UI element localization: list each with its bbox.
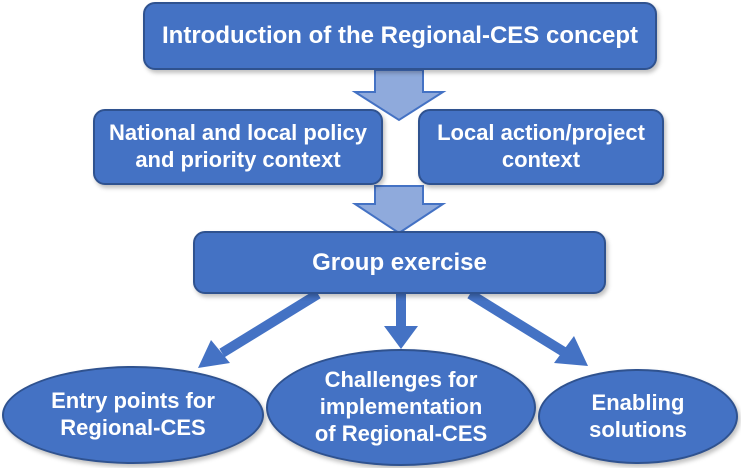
challenges-label: Challenges for implementation of Regiona…: [314, 367, 488, 446]
entry-points-label: Entry points for Regional-CES: [51, 388, 215, 440]
project-context-label: Local action/project context: [437, 120, 645, 172]
entry-points-ellipse: Entry points for Regional-CES: [2, 366, 264, 464]
enabling-solutions-label: Enabling solutions: [589, 389, 687, 442]
block-arrow-down-1: [351, 69, 447, 122]
project-context-box: Local action/project context: [418, 109, 664, 185]
group-exercise-box: Group exercise: [193, 231, 606, 294]
challenges-ellipse: Challenges for implementation of Regiona…: [266, 349, 536, 466]
policy-context-label: National and local policy and priority c…: [109, 120, 367, 172]
enabling-solutions-ellipse: Enabling solutions: [538, 369, 738, 464]
block-arrow-down-2: [351, 185, 447, 235]
arrowhead-to-entry: [198, 340, 230, 368]
intro-concept-box: Introduction of the Regional-CES concept: [143, 2, 657, 70]
policy-context-box: National and local policy and priority c…: [93, 109, 383, 185]
arrow-line-to-entry: [219, 289, 321, 358]
intro-concept-label: Introduction of the Regional-CES concept: [162, 22, 638, 50]
group-exercise-label: Group exercise: [312, 248, 487, 276]
arrow-line-to-enabling: [467, 289, 567, 357]
arrowhead-to-enabling: [554, 336, 588, 366]
arrowhead-to-challenges: [384, 326, 418, 349]
